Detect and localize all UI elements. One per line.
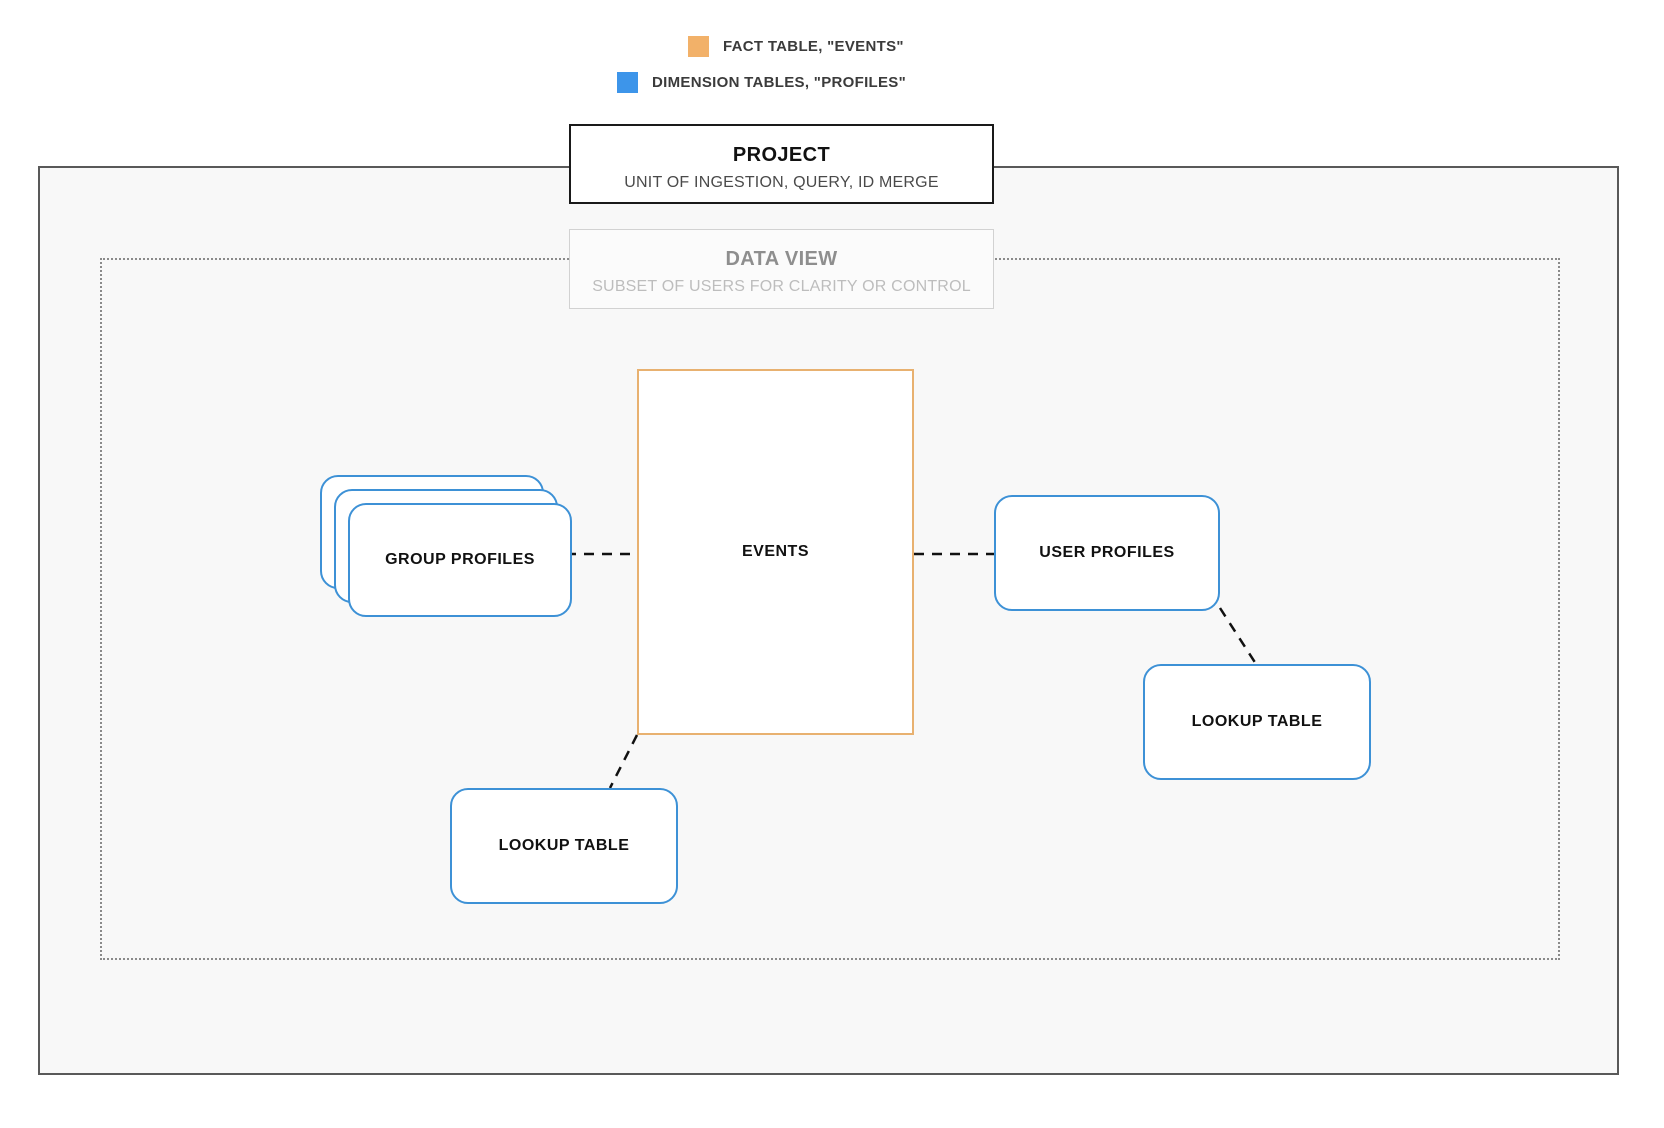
data-view-title: DATA VIEW: [725, 248, 838, 270]
entity-label-lookup-table-right: LOOKUP TABLE: [1191, 713, 1323, 730]
entity-group-profiles[interactable]: GROUP PROFILES: [320, 475, 572, 617]
entity-lookup-table-left[interactable]: LOOKUP TABLE: [450, 788, 678, 904]
entity-events[interactable]: EVENTS: [637, 369, 914, 735]
entity-lookup-table-right[interactable]: LOOKUP TABLE: [1143, 664, 1371, 780]
square-swatch-icon: [688, 36, 709, 57]
legend-item-dimension-tables: DIMENSION TABLES, "PROFILES": [617, 72, 906, 93]
project-title: PROJECT: [732, 144, 831, 166]
entity-label-user-profiles: USER PROFILES: [1039, 544, 1175, 561]
square-swatch-icon: [617, 72, 638, 93]
entity-label-group-profiles: GROUP PROFILES: [385, 551, 535, 568]
data-view-card: DATA VIEW SUBSET OF USERS FOR CLARITY OR…: [569, 229, 994, 309]
entity-group-profiles-card-front: GROUP PROFILES: [348, 503, 572, 617]
entity-user-profiles[interactable]: USER PROFILES: [994, 495, 1220, 611]
legend-label-fact-table: FACT TABLE, "EVENTS": [723, 38, 904, 55]
entity-label-events: EVENTS: [741, 543, 809, 560]
entity-label-lookup-table-left: LOOKUP TABLE: [498, 837, 630, 854]
legend-label-dimension-tables: DIMENSION TABLES, "PROFILES": [652, 74, 907, 91]
data-view-subtitle: SUBSET OF USERS FOR CLARITY OR CONTROL: [592, 278, 971, 295]
project-card: PROJECT UNIT OF INGESTION, QUERY, ID MER…: [569, 124, 994, 204]
legend-item-fact-table: FACT TABLE, "EVENTS": [688, 36, 904, 57]
project-subtitle: UNIT OF INGESTION, QUERY, ID MERGE: [624, 174, 939, 191]
